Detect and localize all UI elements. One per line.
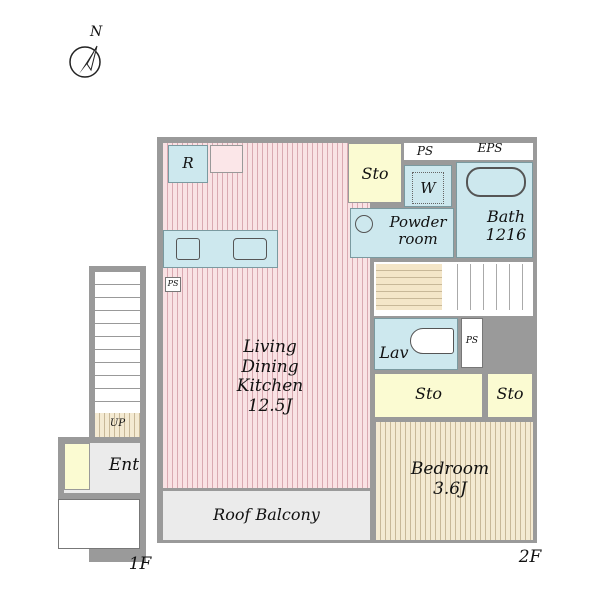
ps-lav-label: PS	[465, 336, 479, 346]
sink-icon	[233, 238, 267, 260]
ps-ldk	[165, 277, 181, 292]
entrance-porch	[58, 499, 140, 549]
ps-label: PS	[416, 144, 434, 158]
entrance-label: Ent	[108, 455, 140, 475]
lav-label: Lav	[379, 343, 409, 362]
kitchen-counter	[163, 230, 278, 268]
floor-label-2f: 2F	[518, 547, 542, 567]
stairs-2f	[445, 264, 531, 310]
bedroom-label-line: Bedroom	[410, 459, 490, 479]
ldk-area	[163, 143, 370, 488]
bathtub-icon	[466, 167, 526, 197]
bedroom	[376, 422, 533, 540]
ldk-label-line: Living	[243, 337, 297, 357]
roof-balcony-label: Roof Balcony	[213, 505, 320, 524]
stairs-landing	[376, 264, 442, 310]
floor-label-1f: 1F	[128, 554, 152, 574]
storage-2-label: Sto	[414, 384, 443, 403]
ps-eps-area	[404, 143, 533, 160]
ldk-label-line: Kitchen	[236, 376, 304, 397]
bath-label: Bath 1216	[476, 207, 536, 245]
refrigerator-space	[168, 145, 208, 183]
shoe-storage	[64, 443, 90, 490]
compass-north-label: N	[90, 24, 103, 40]
up-label: UP	[109, 418, 126, 429]
bedroom-label: Bedroom 3.6J	[400, 459, 500, 499]
bath-label-line: Bath	[486, 207, 526, 226]
bedroom-label-line: 3.6J	[433, 478, 467, 499]
ldk-label: Living Dining Kitchen 12.5J	[220, 337, 320, 416]
powder-room-label: Powder room	[378, 213, 458, 249]
washer-label: W	[420, 179, 436, 197]
powder-label-line: Powder	[389, 213, 447, 231]
storage-1	[348, 143, 402, 203]
refrigerator-label: R	[182, 154, 194, 172]
ps-lav	[461, 318, 483, 368]
storage-2	[374, 373, 483, 418]
stairs-1f	[95, 272, 140, 413]
ldk-label-line: 12.5J	[247, 395, 293, 416]
storage-3	[487, 373, 533, 418]
stove-icon	[176, 238, 200, 260]
stairs-up-landing	[95, 413, 140, 437]
roof-balcony	[163, 491, 370, 540]
eps-label: EPS	[477, 141, 503, 155]
cabinet	[210, 145, 243, 173]
toilet-icon	[410, 328, 454, 354]
storage-1-label: Sto	[361, 164, 389, 183]
powder-label-line: room	[398, 230, 438, 249]
ldk-label-line: Dining	[241, 356, 299, 377]
bath-label-line: 1216	[485, 225, 527, 245]
washer-outline	[412, 172, 444, 204]
storage-3-label: Sto	[496, 384, 524, 403]
ps-ldk-label: PS	[167, 279, 179, 288]
compass-icon	[65, 40, 105, 80]
washbasin-icon	[355, 215, 373, 233]
